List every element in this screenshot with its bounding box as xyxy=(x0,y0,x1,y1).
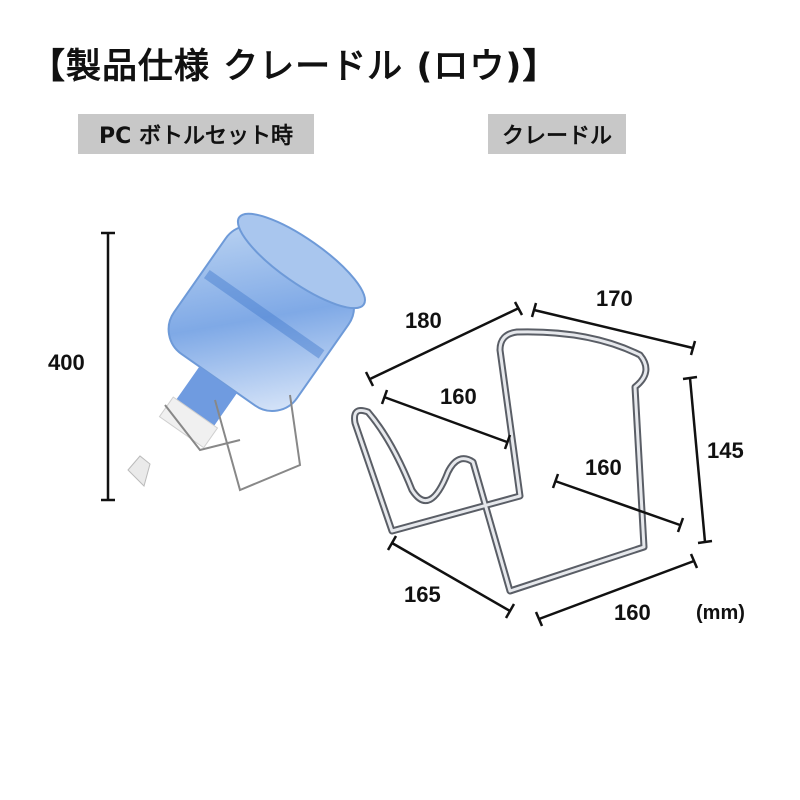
label-bottle-set: PC ボトルセット時 xyxy=(78,114,314,154)
dim-bottom-right: 160 xyxy=(614,600,651,625)
page-title: 【製品仕様 クレードル (ロウ)】 xyxy=(30,47,559,87)
dim-top-left: 180 xyxy=(405,308,442,333)
dim-bottle-height: 400 xyxy=(48,350,85,375)
dim-inner-right: 160 xyxy=(585,455,622,480)
dim-unit: (mm) xyxy=(696,602,745,624)
dim-height: 145 xyxy=(707,438,744,463)
bottle-height-dimension-line xyxy=(101,231,115,502)
label-cradle: クレードル xyxy=(488,114,626,154)
cradle-dimension-lines xyxy=(364,301,713,627)
dim-top-right: 170 xyxy=(596,286,633,311)
water-bottle-image xyxy=(127,212,366,492)
cradle-wire-image xyxy=(351,328,650,595)
dim-bottom-left: 165 xyxy=(404,582,441,607)
dim-inner-left: 160 xyxy=(440,384,477,409)
